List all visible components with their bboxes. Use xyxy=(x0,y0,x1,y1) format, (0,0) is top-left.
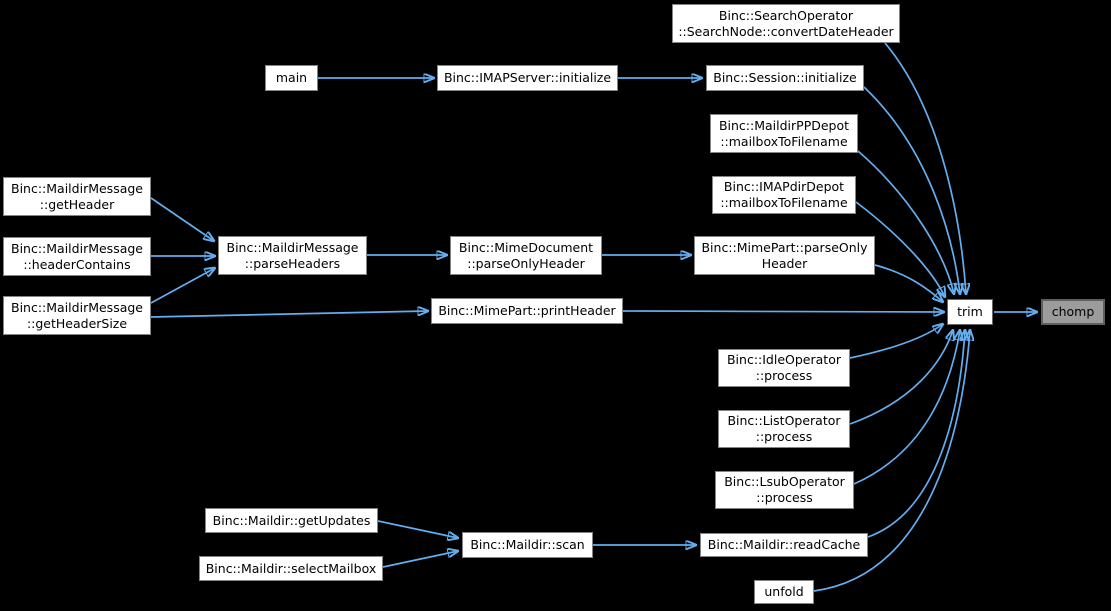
node-maildir-message-header-contains[interactable]: Binc::MaildirMessage ::headerContains xyxy=(3,237,151,276)
edge-get-updates-to-scan xyxy=(377,520,458,538)
node-idle-operator-process[interactable]: Binc::IdleOperator ::process xyxy=(718,349,850,387)
edge-session-initialize-to-trim xyxy=(863,86,960,294)
node-convert-date-header[interactable]: Binc::SearchOperator ::SearchNode::conve… xyxy=(672,4,900,43)
node-unfold[interactable]: unfold xyxy=(754,580,814,604)
edge-list-operator-to-trim xyxy=(849,330,953,425)
node-maildir-message-get-header-size[interactable]: Binc::MaildirMessage ::getHeaderSize xyxy=(3,296,151,335)
node-mime-document-parse-only-header[interactable]: Binc::MimeDocument ::parseOnlyHeader xyxy=(450,236,602,275)
edge-mime-part-parse-only-header-to-trim xyxy=(874,264,943,302)
node-maildir-message-get-header[interactable]: Binc::MaildirMessage ::getHeader xyxy=(3,177,151,216)
edge-imap-dir-depot-to-trim xyxy=(855,201,945,297)
node-maildir-pp-depot-mailbox-to-filename[interactable]: Binc::MaildirPPDepot ::mailboxToFilename xyxy=(710,114,858,153)
node-maildir-scan[interactable]: Binc::Maildir::scan xyxy=(462,532,593,558)
node-chomp: chomp xyxy=(1041,299,1105,325)
node-maildir-message-parse-headers[interactable]: Binc::MaildirMessage ::parseHeaders xyxy=(218,236,367,275)
node-maildir-select-mailbox[interactable]: Binc::Maildir::selectMailbox xyxy=(199,556,383,581)
node-imap-server-initialize[interactable]: Binc::IMAPServer::initialize xyxy=(437,65,618,91)
node-trim[interactable]: trim xyxy=(947,299,993,325)
edge-get-header-size-to-parse-headers xyxy=(150,268,215,304)
node-mime-part-print-header[interactable]: Binc::MimePart::printHeader xyxy=(431,298,623,324)
node-maildir-read-cache[interactable]: Binc::Maildir::readCache xyxy=(700,533,868,557)
node-main[interactable]: main xyxy=(265,65,318,91)
edge-select-mailbox-to-scan xyxy=(382,551,458,568)
node-lsub-operator-process[interactable]: Binc::LsubOperator ::process xyxy=(715,471,854,509)
edge-unfold-to-trim xyxy=(813,330,970,592)
edge-lsub-operator-to-trim xyxy=(853,330,960,485)
node-maildir-get-updates[interactable]: Binc::Maildir::getUpdates xyxy=(205,508,378,533)
node-list-operator-process[interactable]: Binc::ListOperator ::process xyxy=(718,410,850,448)
edge-convert-date-header-to-trim xyxy=(884,42,966,294)
edge-print-header-to-trim xyxy=(622,311,944,312)
edge-read-cache-to-trim xyxy=(867,330,965,538)
edge-maildir-pp-depot-to-trim xyxy=(857,150,954,294)
edge-idle-operator-to-trim xyxy=(849,324,943,359)
node-imap-dir-depot-mailbox-to-filename[interactable]: Binc::IMAPdirDepot ::mailboxToFilename xyxy=(712,176,856,214)
edge-get-header-size-to-print-header xyxy=(150,311,428,318)
edge-get-header-to-parse-headers xyxy=(150,197,214,241)
node-session-initialize[interactable]: Binc::Session::initialize xyxy=(706,65,864,91)
node-mime-part-parse-only-header[interactable]: Binc::MimePart::parseOnly Header xyxy=(694,236,875,275)
